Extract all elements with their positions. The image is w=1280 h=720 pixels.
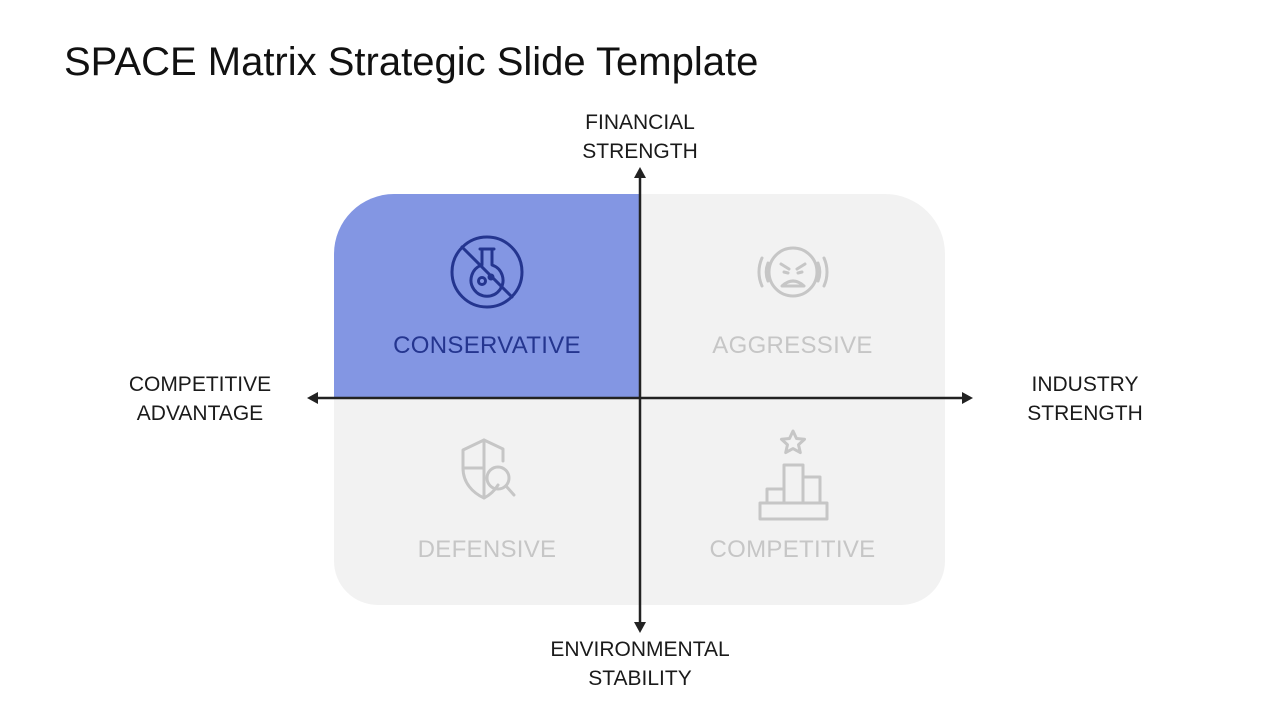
quadrant-aggressive[interactable]: AGGRESSIVE	[640, 194, 945, 398]
axis-label-industry-strength: INDUSTRY STRENGTH	[1027, 373, 1143, 425]
axis-label-financial-strength: FINANCIAL STRENGTH	[582, 111, 698, 163]
angry-face-icon	[756, 246, 829, 298]
axis-label-competitive-advantage: COMPETITIVE ADVANTAGE	[128, 373, 272, 425]
quadrant-label-aggressive: AGGRESSIVE	[712, 332, 873, 359]
quadrant-defensive[interactable]: DEFENSIVE	[334, 398, 640, 605]
shield-search-icon	[461, 438, 516, 500]
quadrant-conservative[interactable]: CONSERVATIVE	[334, 194, 640, 398]
no-flask-icon	[450, 235, 524, 309]
quadrant-label-conservative: CONSERVATIVE	[393, 332, 581, 359]
quadrant-competitive[interactable]: COMPETITIVE	[640, 398, 945, 605]
slide-title: SPACE Matrix Strategic Slide Template	[64, 40, 759, 84]
podium-star-icon	[758, 429, 828, 521]
quadrant-label-competitive: COMPETITIVE	[709, 536, 876, 563]
axis-label-environmental-stability: ENVIRONMENTAL STABILITY	[550, 638, 730, 690]
quadrant-label-defensive: DEFENSIVE	[417, 536, 557, 563]
